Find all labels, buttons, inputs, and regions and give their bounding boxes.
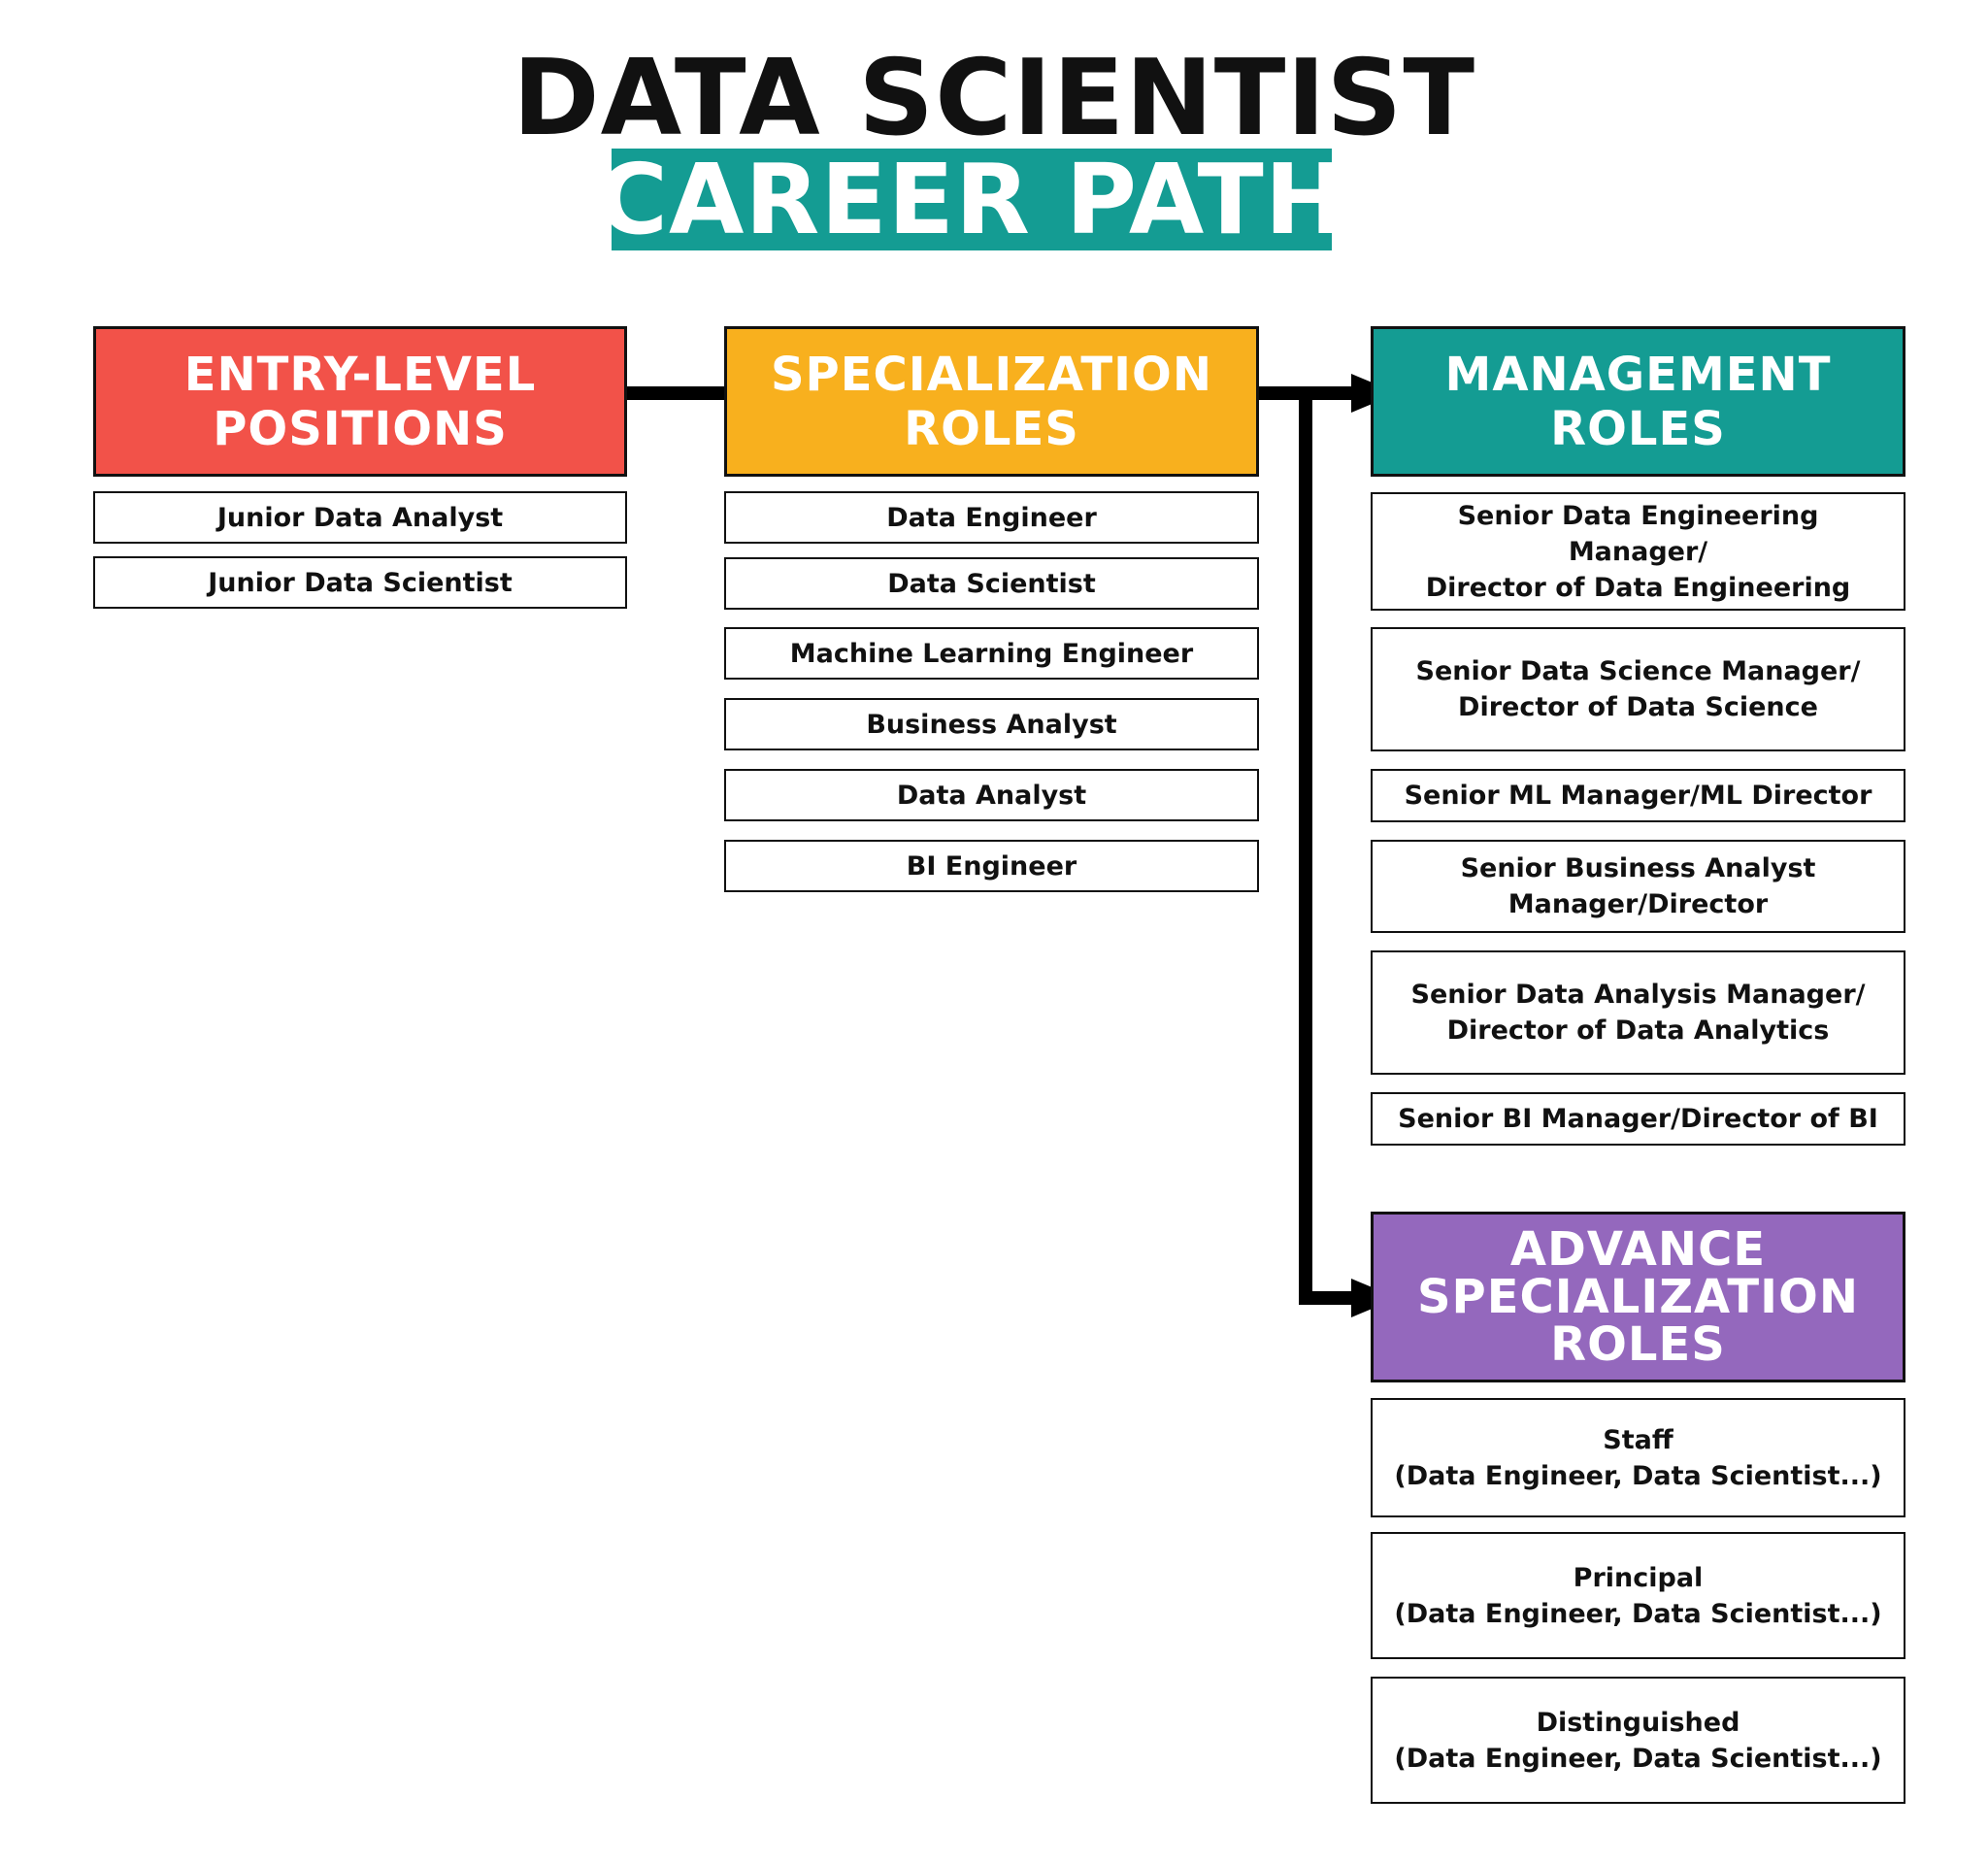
role-staff: Staff (Data Engineer, Data Scientist...) [1371, 1398, 1905, 1517]
role-senior-data-analysis-manager: Senior Data Analysis Manager/ Director o… [1371, 950, 1905, 1075]
role-data-analyst: Data Analyst [724, 769, 1259, 821]
role-data-engineer: Data Engineer [724, 491, 1259, 544]
role-business-analyst: Business Analyst [724, 698, 1259, 750]
role-bi-engineer: BI Engineer [724, 840, 1259, 892]
entry-level-header: ENTRY-LEVEL POSITIONS [93, 326, 627, 477]
role-junior-data-scientist: Junior Data Scientist [93, 556, 627, 609]
role-senior-bi-manager: Senior BI Manager/Director of BI [1371, 1092, 1905, 1146]
role-principal: Principal (Data Engineer, Data Scientist… [1371, 1532, 1905, 1659]
specialization-header: SPECIALIZATION ROLES [724, 326, 1259, 477]
role-machine-learning-engineer: Machine Learning Engineer [724, 627, 1259, 680]
role-junior-data-analyst: Junior Data Analyst [93, 491, 627, 544]
title-line-2: CAREER PATH [596, 142, 1347, 256]
management-header: MANAGEMENT ROLES [1371, 326, 1905, 477]
role-distinguished: Distinguished (Data Engineer, Data Scien… [1371, 1677, 1905, 1804]
advanced-specialization-header: ADVANCE SPECIALIZATION ROLES [1371, 1212, 1905, 1382]
role-senior-data-engineering-manager: Senior Data Engineering Manager/ Directo… [1371, 492, 1905, 611]
role-senior-business-analyst-manager: Senior Business Analyst Manager/Director [1371, 840, 1905, 933]
title-band: CAREER PATH [597, 149, 1345, 250]
role-senior-data-science-manager: Senior Data Science Manager/ Director of… [1371, 627, 1905, 751]
role-data-scientist: Data Scientist [724, 557, 1259, 610]
role-senior-ml-manager: Senior ML Manager/ML Director [1371, 769, 1905, 822]
title-line-1: DATA SCIENTIST [512, 38, 1475, 159]
